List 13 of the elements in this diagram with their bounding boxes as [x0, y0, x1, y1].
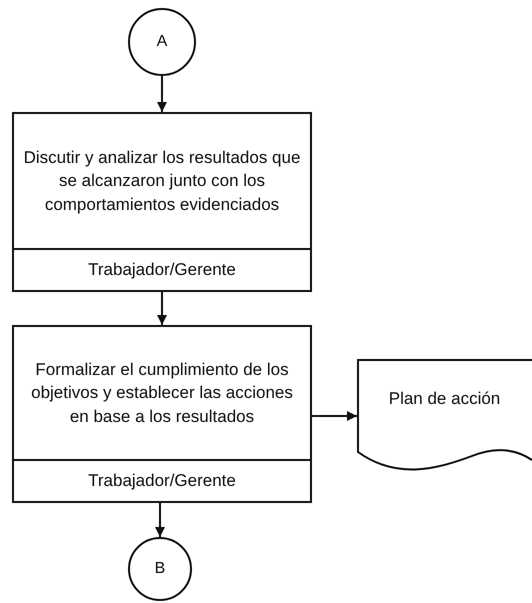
process-description: Discutir y analizar los resultados que se alcanzaron junto con los comportamientos evidenciados: [22, 146, 302, 216]
connector-letter: B: [154, 558, 166, 579]
process-description: Formalizar el cumplimiento de los objetivos y establecer las acciones en base a los resultados: [30, 358, 294, 428]
arrow: [157, 292, 167, 325]
role-label: Trabajador/Gerente: [88, 470, 236, 492]
role-label: Trabajador/Gerente: [88, 259, 236, 282]
document-label: Plan de acción: [388, 388, 500, 410]
connector-letter: A: [156, 32, 168, 52]
arrow: [157, 76, 167, 112]
arrow: [155, 503, 165, 537]
arrow: [312, 411, 357, 421]
process-box: [12, 112, 312, 292]
process-box: [12, 325, 312, 503]
